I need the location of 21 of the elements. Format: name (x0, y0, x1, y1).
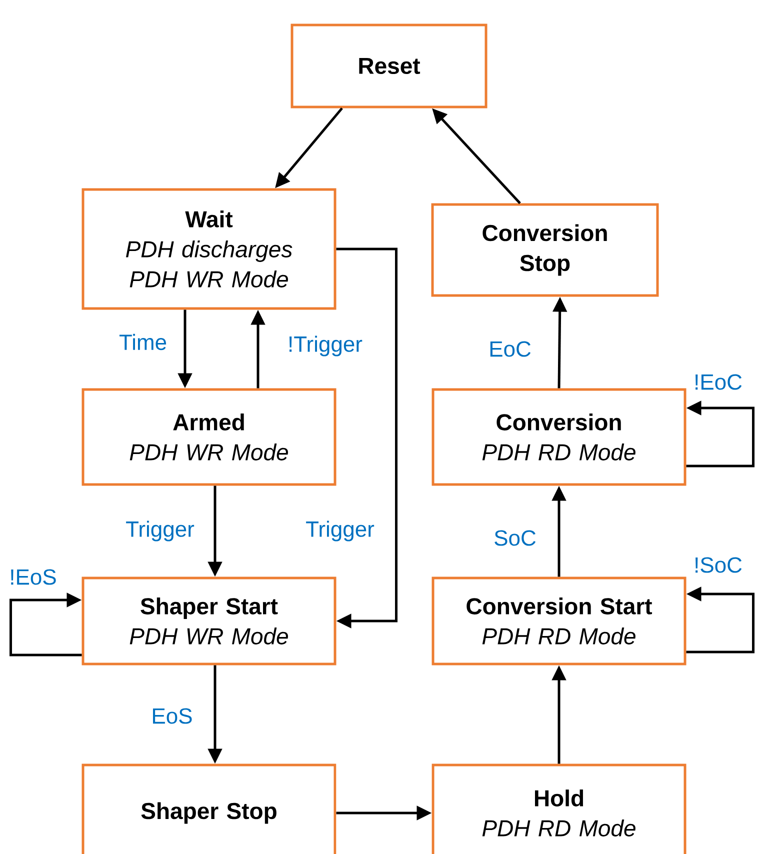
arrow (10, 592, 82, 656)
edge-label: EoC (488, 340, 532, 358)
state-box: Armed PDH WR Mode (82, 388, 336, 486)
edge-label: Trigger (124, 520, 196, 542)
edge-label: !SoC (692, 556, 744, 574)
edge-label: !EoS (8, 568, 58, 586)
state-box: Conversion Start PDH RD Mode (432, 576, 686, 666)
state-box: Shaper Start PDH WR Mode (82, 576, 336, 666)
state-box: Wait PDH discharges PDH WR Mode (82, 188, 336, 310)
edge-label: Time (118, 332, 168, 352)
arrow (336, 248, 398, 628)
state-box: Shaper Stop (82, 764, 336, 854)
state-box: Reset (290, 24, 488, 108)
edge-label: Trigger (304, 520, 376, 542)
edge-label: !Trigger (286, 334, 364, 358)
state-box: Conversion PDH RD Mode (432, 388, 686, 486)
edge-label: EoS (150, 707, 194, 725)
state-box: Hold PDH RD Mode (432, 764, 686, 854)
edge-label: !EoC (692, 373, 744, 391)
edge-label: SoC (492, 529, 538, 547)
state-box: Conversion Stop (431, 203, 659, 297)
